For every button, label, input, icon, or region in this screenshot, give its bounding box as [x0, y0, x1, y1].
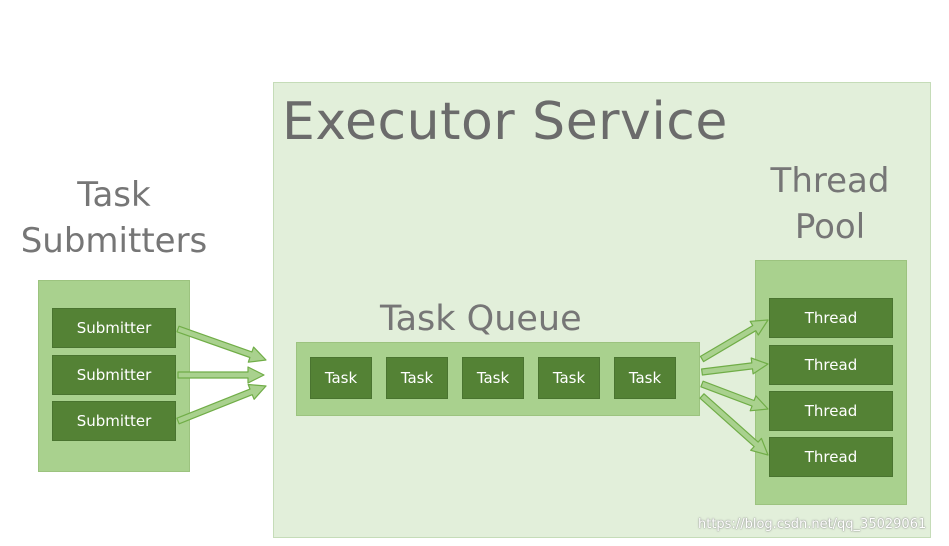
submitter-box-2: Submitter: [52, 355, 176, 395]
task-box-3: Task: [462, 357, 524, 399]
task-box-4: Task: [538, 357, 600, 399]
task-submitters-heading-line2: Submitters: [20, 221, 208, 261]
submitter-box-3: Submitter: [52, 401, 176, 441]
task-queue-heading: Task Queue: [380, 299, 582, 339]
arrow-submitter-3: [176, 383, 267, 425]
thread-box-1: Thread: [769, 298, 893, 338]
submitter-box-1: Submitter: [52, 308, 176, 348]
task-box-1: Task: [310, 357, 372, 399]
thread-pool-heading-line2: Pool: [794, 207, 866, 247]
arrow-submitter-1: [176, 325, 267, 363]
thread-pool-heading-line1: Thread: [770, 161, 890, 201]
task-box-2: Task: [386, 357, 448, 399]
watermark-text: https://blog.csdn.net/qq_35029061: [698, 517, 927, 532]
arrow-submitter-2: [177, 366, 265, 384]
thread-box-3: Thread: [769, 391, 893, 431]
task-submitters-heading: Task Submitters: [8, 172, 220, 264]
thread-box-4: Thread: [769, 437, 893, 477]
thread-pool-heading: Thread Pool: [752, 158, 908, 250]
executor-service-title: Executor Service: [282, 92, 728, 152]
task-submitters-heading-line1: Task: [77, 175, 151, 215]
thread-box-2: Thread: [769, 345, 893, 385]
task-box-5: Task: [614, 357, 676, 399]
